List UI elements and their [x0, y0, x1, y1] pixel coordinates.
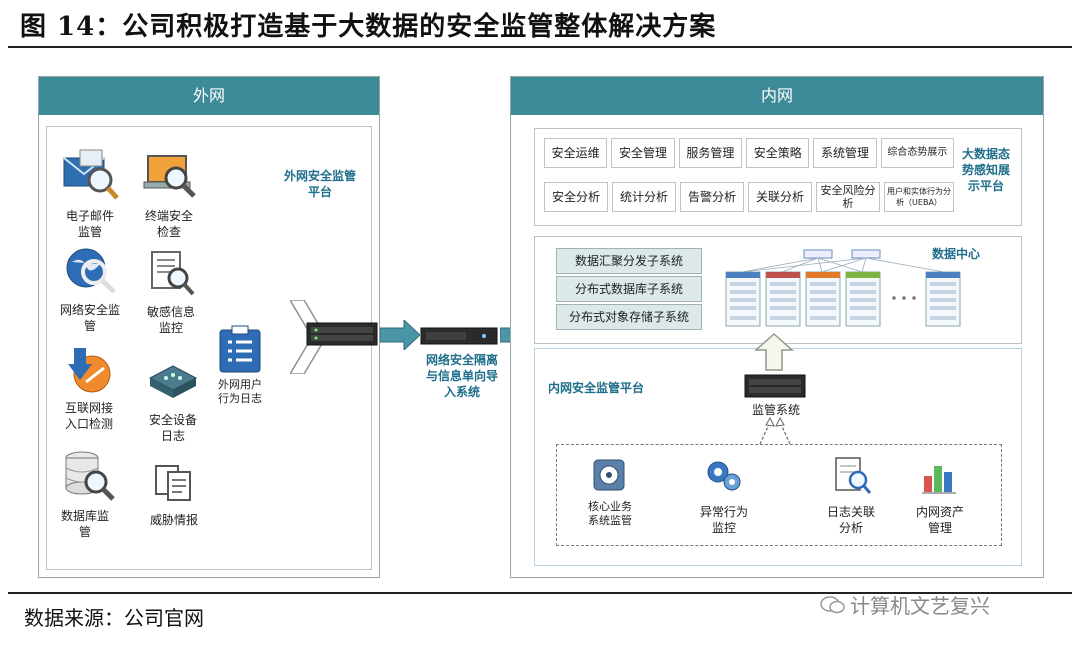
outer-item-label-document: 敏感信息监控 [146, 305, 195, 335]
platform-row-2: 安全分析 统计分析 告警分析 关联分析 安全风险分析 用户和实体行为分析（UEB… [544, 182, 954, 212]
platform-chip: 综合态势展示 [880, 138, 955, 168]
monitor-server-icon [744, 374, 806, 402]
footer-rule [8, 592, 1072, 594]
platform-chip: 服务管理 [678, 138, 743, 168]
outer-item-label-download: 互联网接入口检测 [64, 401, 113, 431]
platform-chip: 关联分析 [748, 182, 812, 212]
platform-chip: 告警分析 [680, 182, 744, 212]
watermark: 计算机文艺复兴 [820, 590, 990, 620]
bigdata-platform-label: 大数据态势感知展示平台 [961, 147, 1010, 193]
outer-item-label-email: 电子邮件监管 [65, 209, 114, 239]
up-arrow [754, 332, 794, 376]
subsystem-row: 数据汇聚分发子系统 [556, 248, 702, 274]
email-magnifier-icon [62, 148, 120, 206]
data-center-tree-diagram [712, 248, 972, 336]
outer-item-label-globe: 网络安全监管 [59, 303, 120, 333]
gears-icon [704, 456, 744, 498]
inner-network-header: 内网 [511, 77, 1043, 115]
monitor-system-label: 监管系统 [751, 403, 800, 417]
outer-server-icon [306, 322, 378, 350]
document-magnifier-icon [148, 250, 196, 302]
log-magnifier-icon [832, 456, 872, 500]
network-device-icon [146, 360, 200, 406]
platform-chip: 安全管理 [611, 138, 675, 168]
fanout-arrows [740, 414, 810, 452]
outer-network-content [46, 126, 372, 570]
outer-item-label-laptop: 终端安全检查 [144, 209, 193, 239]
platform-chip: 安全分析 [544, 182, 608, 212]
platform-chip: 系统管理 [813, 138, 877, 168]
inner-platform-label: 内网安全监管平台 [548, 381, 645, 395]
documents-icon [152, 462, 196, 508]
clipboard-icon [214, 324, 268, 378]
bar-chart-icon [920, 458, 960, 500]
subsystem-row: 分布式数据库子系统 [556, 276, 702, 302]
watermark-text: 计算机文艺复兴 [850, 594, 990, 618]
monitor-item-label-asset: 内网资产管理 [915, 505, 964, 535]
platform-row-1: 安全运维 安全管理 服务管理 安全策略 系统管理 综合态势展示 [544, 138, 955, 168]
wechat-icon [820, 595, 846, 620]
title-rule [8, 46, 1072, 48]
data-center-label: 数据中心 [932, 247, 981, 261]
download-arrow-icon [64, 346, 114, 400]
platform-chip: 安全策略 [746, 138, 810, 168]
monitor-item-label-core: 核心业务系统监管 [588, 500, 632, 527]
core-system-icon [590, 456, 630, 498]
monitor-item-label-log: 日志关联分析 [826, 505, 875, 535]
subsystem-stack: 数据汇聚分发子系统 分布式数据库子系统 分布式对象存储子系统 [556, 248, 702, 330]
globe-magnifier-icon [64, 246, 118, 300]
subsystem-row: 分布式对象存储子系统 [556, 304, 702, 330]
monitor-items-box [556, 444, 1002, 546]
outer-item-label-device: 安全设备日志 [148, 413, 197, 443]
isolation-label: 网络安全隔离与信息单向导入系统 [425, 353, 498, 399]
outer-user-log-label: 外网用户行为日志 [218, 378, 262, 405]
outer-network-header: 外网 [39, 77, 379, 115]
isolation-device-icon [420, 326, 498, 350]
figure-title: 图 14：公司积极打造基于大数据的安全监管整体解决方案 [20, 12, 717, 42]
platform-chip: 安全运维 [544, 138, 608, 168]
monitor-item-label-behavior: 异常行为监控 [699, 505, 748, 535]
footer-source: 数据来源：公司官网 [24, 606, 204, 630]
outer-item-label-database: 数据库监管 [60, 509, 109, 539]
laptop-magnifier-icon [142, 150, 198, 206]
platform-chip: 安全风险分析 [816, 182, 880, 212]
platform-chip: 用户和实体行为分析（UEBA） [884, 182, 954, 212]
arrow-to-isolation [379, 318, 421, 354]
outer-item-label-threat: 威胁情报 [149, 513, 198, 527]
bigdata-platform-box [534, 128, 1022, 226]
platform-chip: 统计分析 [612, 182, 676, 212]
outer-platform-label: 外网安全监管平台 [284, 169, 357, 199]
database-magnifier-icon [62, 450, 116, 506]
